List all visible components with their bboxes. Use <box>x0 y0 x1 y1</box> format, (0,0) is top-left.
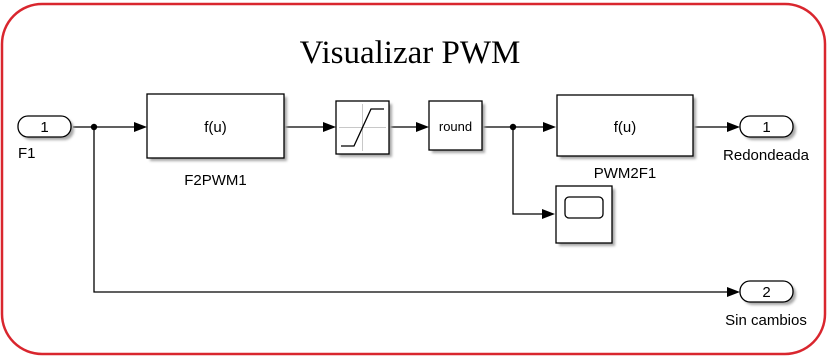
arrowhead <box>323 122 336 132</box>
arrowhead <box>727 122 740 132</box>
arrowhead <box>727 287 740 297</box>
arrowhead <box>543 122 556 132</box>
outport-label: Redondeada <box>723 147 810 164</box>
fcn-expression: f(u) <box>204 119 227 136</box>
arrowhead <box>542 209 555 219</box>
fcn-block-name: PWM2F1 <box>594 165 657 182</box>
outport-number: 2 <box>762 284 770 301</box>
wire-branch-to-scope <box>512 127 544 215</box>
outport-label: Sin cambios <box>725 312 807 329</box>
fcn-block-name: F2PWM1 <box>184 172 247 189</box>
outport-sin-cambios[interactable]: 2 <box>739 280 796 305</box>
inport-f1[interactable]: 1 <box>17 115 74 140</box>
diagram-title: Visualizar PWM <box>300 35 521 71</box>
rounding-label: round <box>439 119 472 134</box>
arrowhead <box>134 122 147 132</box>
arrowhead <box>416 122 429 132</box>
saturation-icon <box>339 104 386 151</box>
outport-number: 1 <box>762 119 770 136</box>
scope-block[interactable] <box>555 185 615 246</box>
fcn-block-pwm2f1[interactable]: f(u) <box>556 94 696 159</box>
saturation-block[interactable] <box>335 100 392 157</box>
inport-number: 1 <box>40 119 48 136</box>
wire-branch-to-out2 <box>93 127 728 293</box>
rounding-block[interactable]: round <box>428 100 485 153</box>
fcn-block-f2pwm1[interactable]: f(u) <box>146 93 287 161</box>
scope-icon <box>564 196 604 219</box>
fcn-expression: f(u) <box>614 119 637 136</box>
inport-label: F1 <box>18 145 36 162</box>
outport-redondeada[interactable]: 1 <box>739 115 796 140</box>
